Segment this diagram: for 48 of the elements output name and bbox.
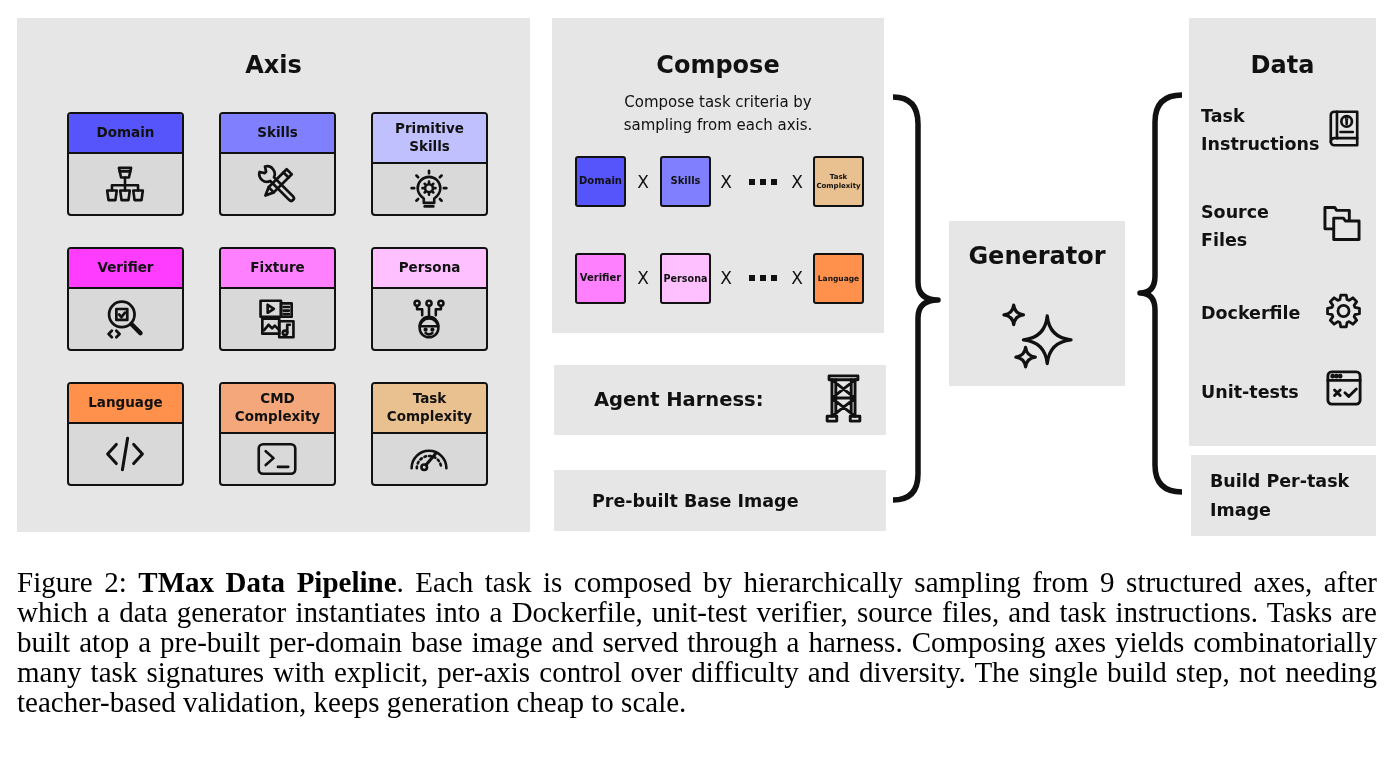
panel	[552, 18, 884, 333]
card-header: Task Complexity	[373, 384, 486, 434]
card-header: Domain	[69, 114, 182, 154]
panel-label: Build Per-task Image	[1210, 470, 1351, 522]
panel-title: Compose	[655, 50, 781, 80]
axis-chip: Verifier	[575, 253, 626, 304]
axis-card	[371, 112, 488, 216]
card-header: Persona	[373, 249, 486, 289]
multiplication-sign: X	[636, 267, 650, 289]
label-panel	[1191, 455, 1376, 536]
axis-card	[67, 247, 184, 351]
list-item-label: Dockerfile	[1201, 302, 1302, 325]
multiplication-sign: X	[719, 267, 733, 289]
label-panel	[554, 365, 886, 435]
panel-title: Data	[1249, 50, 1316, 80]
figure-caption: Figure 2: TMax Data Pipeline. Each task is composed by hierarchically sampling from 9 structured axes, after which a data generator instantiates into a Dockerfile, unit-test verifier, source files, and task instructions. Tasks are built atop a pre-built per-domain base image and served through a harness. Composing axes yields combinatorially many task signatures with explicit, per-axis control over difficulty and diversity. The single build step, not needing teacher-based validation, keeps generation cheap to scale.	[17, 567, 1377, 717]
axis-card	[67, 112, 184, 216]
list-item-label: Source Files	[1201, 201, 1270, 252]
list-item-label: Unit-tests	[1201, 381, 1300, 404]
panel	[949, 221, 1125, 386]
card-header: CMD Complexity	[221, 384, 334, 434]
axis-chip: Domain	[575, 156, 626, 207]
panel-description: Compose task criteria by sampling from each axis.	[622, 92, 814, 136]
axis-card	[67, 382, 184, 486]
panel	[1189, 18, 1376, 446]
panel	[17, 18, 530, 532]
panel-title: Generator	[967, 241, 1107, 271]
axis-card	[371, 382, 488, 486]
panel-title: Axis	[244, 50, 303, 80]
multiplication-sign: X	[790, 171, 804, 193]
card-header: Language	[69, 384, 182, 424]
label-panel	[554, 470, 886, 531]
axis-card	[371, 247, 488, 351]
axis-chip: Skills	[660, 156, 711, 207]
card-header: Fixture	[221, 249, 334, 289]
card-header: Primitive Skills	[373, 114, 486, 164]
axis-card	[219, 382, 336, 486]
axis-chip: Persona	[660, 253, 711, 304]
card-header: Skills	[221, 114, 334, 154]
axis-card	[219, 112, 336, 216]
multiplication-sign: X	[636, 171, 650, 193]
multiplication-sign: X	[719, 171, 733, 193]
panel-label: Agent Harness:	[594, 387, 765, 413]
card-header: Verifier	[69, 249, 182, 289]
list-item-label: Task Instructions	[1201, 105, 1321, 156]
axis-card	[219, 247, 336, 351]
multiplication-sign: X	[790, 267, 804, 289]
panel-label: Pre-built Base Image	[592, 490, 800, 513]
